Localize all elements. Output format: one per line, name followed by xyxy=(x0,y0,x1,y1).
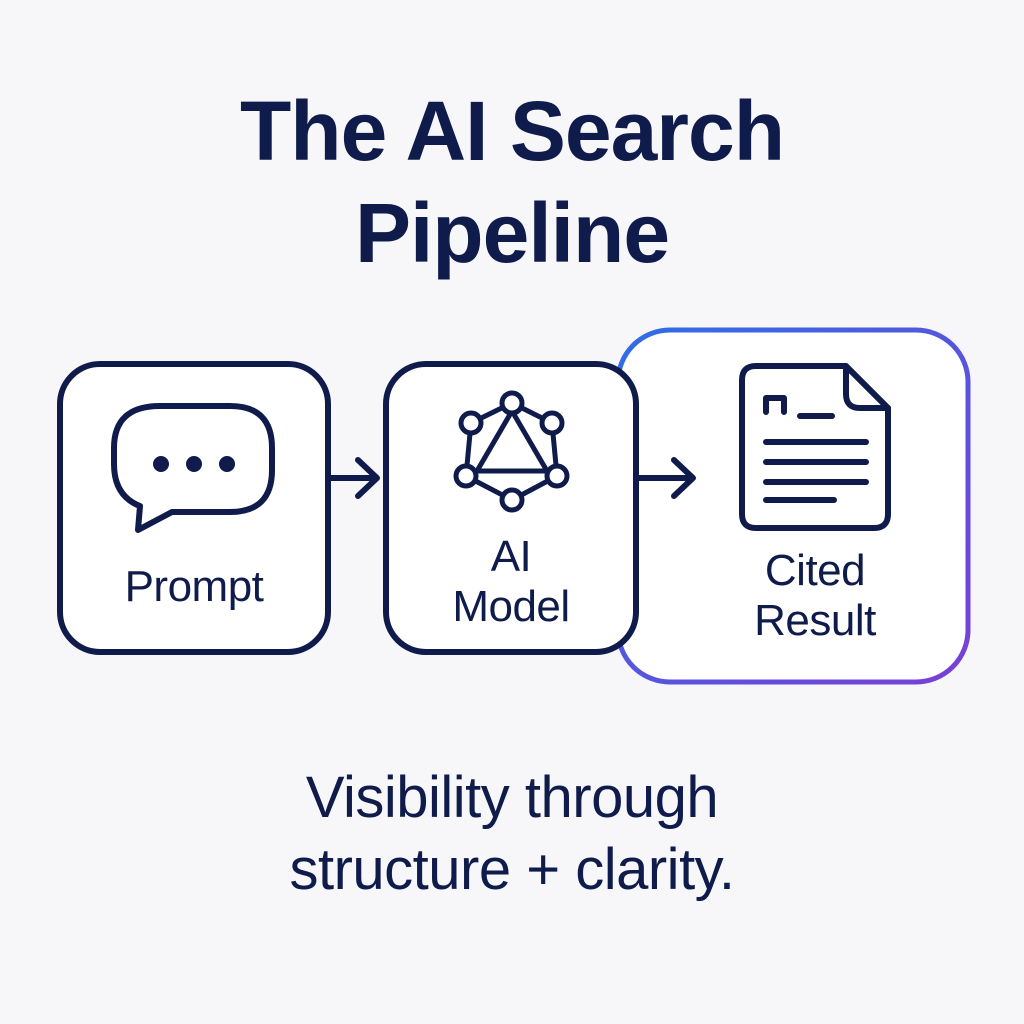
ai-model-label: AI Model xyxy=(386,532,636,632)
arrow-prompt-to-model xyxy=(328,457,380,499)
title-line-1: The AI Search xyxy=(239,84,785,178)
prompt-box xyxy=(57,361,331,655)
network-graph-icon xyxy=(453,390,570,513)
ai-model-label-line-1: AI xyxy=(490,532,532,581)
prompt-label-line-1: Prompt xyxy=(124,562,264,611)
chat-bubble-icon xyxy=(111,403,275,533)
prompt-label: Prompt xyxy=(60,562,328,612)
cited-result-label-line-2: Result xyxy=(754,596,876,645)
title-line-2: Pipeline xyxy=(354,186,670,280)
arrow-model-to-result xyxy=(636,457,696,499)
document-icon xyxy=(739,363,891,531)
cited-result-label-line-1: Cited xyxy=(764,546,866,595)
diagram-title: The AI Search Pipeline xyxy=(0,80,1024,284)
ai-model-label-line-2: Model xyxy=(452,582,570,631)
caption-line-2: structure + clarity. xyxy=(289,837,736,902)
cited-result-label: Cited Result xyxy=(700,546,930,646)
diagram-caption: Visibility through structure + clarity. xyxy=(0,762,1024,906)
caption-line-1: Visibility through xyxy=(305,765,719,830)
